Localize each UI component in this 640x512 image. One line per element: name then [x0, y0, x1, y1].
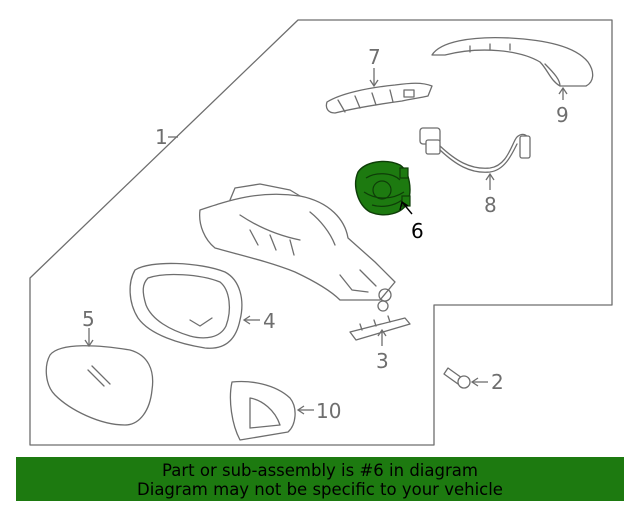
part-10-puddle-lamp[interactable] [229, 380, 296, 441]
callout-1: 1 [155, 125, 168, 149]
part-5-mirror-glass[interactable] [45, 345, 154, 426]
part-8-wire-harness[interactable] [419, 127, 531, 173]
callout-4: 4 [263, 309, 276, 333]
part-2-screw[interactable] [443, 367, 471, 389]
assembly-boundary [29, 19, 613, 446]
part-7-turn-signal[interactable] [325, 82, 433, 114]
part-4-glass-holder[interactable] [129, 262, 243, 349]
callout-10: 10 [316, 399, 341, 423]
part-3-bracket[interactable] [349, 315, 411, 341]
callout-8: 8 [484, 193, 497, 217]
callout-3: 3 [376, 349, 389, 373]
callout-6: 6 [411, 219, 424, 243]
banner-line-2: Diagram may not be specific to your vehi… [137, 480, 503, 499]
callout-5: 5 [82, 307, 95, 331]
callout-2: 2 [491, 370, 504, 394]
callout-7: 7 [368, 45, 381, 69]
parts-diagram: 1 7 9 8 6 4 5 3 2 10 [29, 19, 613, 446]
part-9-mirror-cap[interactable] [431, 36, 594, 87]
banner-line-1: Part or sub-assembly is #6 in diagram [162, 461, 478, 480]
callout-9: 9 [556, 103, 569, 127]
part-6-motor-highlighted[interactable] [354, 160, 411, 216]
info-banner: Part or sub-assembly is #6 in diagram Di… [16, 457, 624, 501]
mirror-housing [199, 183, 396, 312]
